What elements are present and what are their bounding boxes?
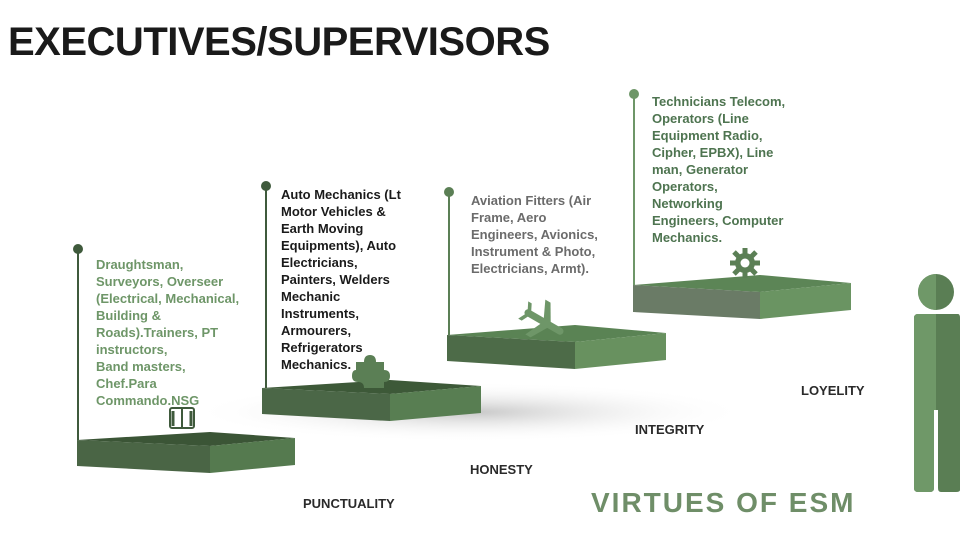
- role-line: Instruments,: [281, 306, 360, 321]
- role-line: man, Generator: [652, 162, 749, 177]
- step-2-pole-dot: [261, 181, 271, 191]
- step-1-platform: [77, 432, 295, 473]
- virtue-label-integrity: INTEGRITY: [635, 422, 705, 437]
- step-3-platform: [447, 325, 666, 369]
- step-1-roles: Draughtsman, Surveyors, Overseer (Electric…: [96, 256, 271, 409]
- person-icon: [914, 274, 960, 492]
- role-line: Frame, Aero: [471, 210, 547, 225]
- role-line: Mechanic: [281, 289, 341, 304]
- role-line: Motor Vehicles &: [281, 204, 386, 219]
- role-line: Chef.Para: [96, 376, 157, 391]
- puzzle-icon: [352, 355, 390, 388]
- role-line: Technicians Telecom,: [652, 94, 786, 109]
- role-line: Commando.NSG: [96, 393, 200, 408]
- role-line: Painters, Welders: [281, 272, 390, 287]
- role-line: Engineers, Computer: [652, 213, 784, 228]
- role-line: Armourers,: [281, 323, 352, 338]
- role-line: Electricians, Armt).: [471, 261, 590, 276]
- gear-icon: [730, 248, 760, 278]
- virtue-label-loyelity: LOYELITY: [801, 383, 865, 398]
- role-line: Band masters,: [96, 359, 186, 374]
- role-line: Surveyors, Overseer: [96, 274, 224, 289]
- footer-caption: VIRTUES OF ESM: [591, 487, 856, 518]
- role-line: Electricians,: [281, 255, 358, 270]
- role-line: Equipment Radio,: [652, 128, 763, 143]
- role-line: (Electrical, Mechanical,: [96, 291, 240, 306]
- role-line: Instrument & Photo,: [471, 244, 596, 259]
- role-line: Aviation Fitters (Air: [471, 193, 592, 208]
- airplane-icon: [518, 299, 564, 338]
- role-line: Cipher, EPBX), Line: [652, 145, 774, 160]
- role-line: Refrigerators: [281, 340, 363, 355]
- step-1-pole-dot: [73, 244, 83, 254]
- role-line: Auto Mechanics (Lt: [281, 187, 401, 202]
- virtue-label-honesty: HONESTY: [470, 462, 533, 477]
- role-line: Mechanics.: [652, 230, 723, 245]
- role-line: Equipments), Auto: [281, 238, 397, 253]
- step-3-pole-dot: [444, 187, 454, 197]
- role-line: Mechanics.: [281, 357, 352, 372]
- role-line: instructors,: [96, 342, 168, 357]
- step-4-pole-dot: [629, 89, 639, 99]
- virtue-label-punctuality: PUNCTUALITY: [303, 496, 395, 511]
- role-line: Roads).Trainers, PT: [96, 325, 219, 340]
- book-icon: [169, 407, 195, 429]
- role-line: Building &: [96, 308, 161, 323]
- role-line: Draughtsman,: [96, 257, 184, 272]
- role-line: Operators (Line: [652, 111, 749, 126]
- step-4-platform: [633, 275, 851, 319]
- role-line: Operators,: [652, 179, 718, 194]
- page-title: EXECUTIVES/SUPERVISORS: [8, 20, 550, 64]
- role-line: Earth Moving: [281, 221, 364, 236]
- role-line: Networking: [652, 196, 723, 211]
- role-line: Engineers, Avionics,: [471, 227, 598, 242]
